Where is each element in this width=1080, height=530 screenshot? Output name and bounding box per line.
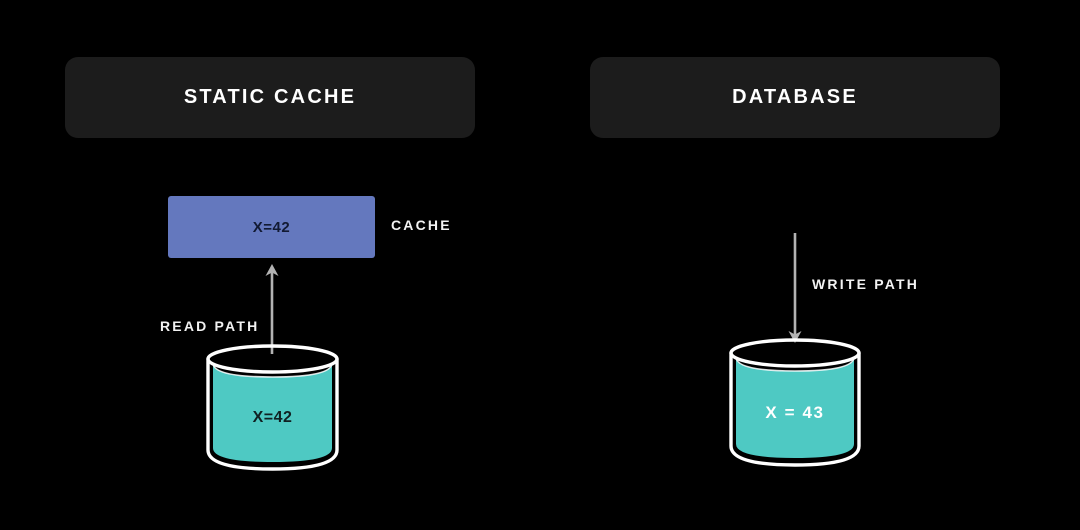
- database-cylinder-value: X = 43: [765, 403, 824, 422]
- read-path-label: READ PATH: [160, 318, 260, 334]
- header-database-label: DATABASE: [732, 86, 858, 108]
- header-database: DATABASE: [590, 57, 1000, 138]
- header-static-cache-label: STATIC CACHE: [183, 86, 357, 108]
- write-path-arrow-icon: [788, 233, 802, 343]
- write-path-label: WRITE PATH: [812, 276, 920, 292]
- cache-side-label: CACHE: [391, 217, 452, 233]
- static-cache-cylinder-value: X=42: [253, 409, 293, 426]
- read-path-arrow-icon: [265, 264, 279, 354]
- cache-box: X=42: [168, 196, 375, 258]
- static-cache-cylinder-icon: X=42: [206, 344, 339, 471]
- database-cylinder-icon: X = 43: [729, 338, 861, 467]
- header-static-cache: STATIC CACHE: [65, 57, 475, 138]
- cache-box-value: X=42: [252, 218, 291, 236]
